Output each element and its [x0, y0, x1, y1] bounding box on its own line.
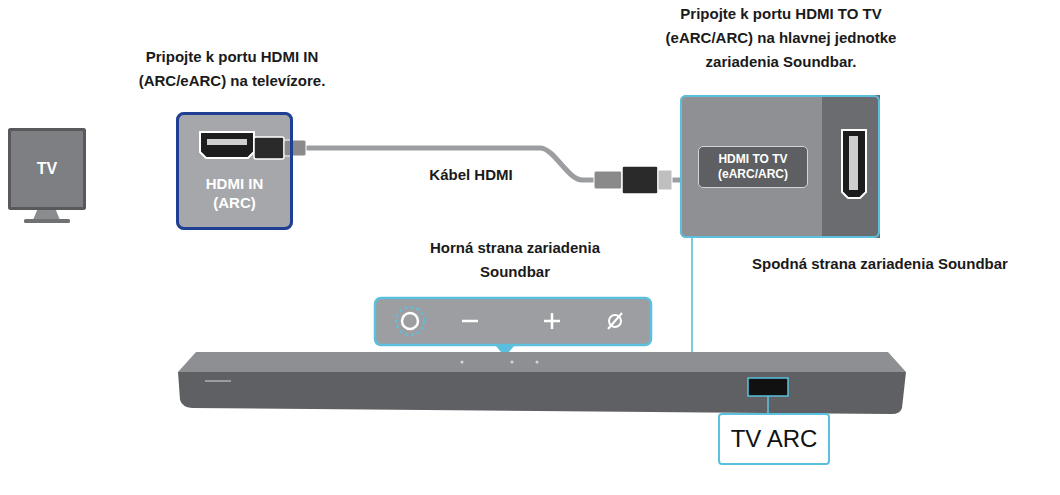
mic-button	[608, 313, 622, 329]
port-label: HDMI TO TV (eARC/ARC)	[698, 146, 808, 188]
node-text: HDMI IN (ARC)	[190, 175, 280, 213]
soundbar-front	[178, 372, 906, 414]
port-panel-fill	[176, 112, 293, 230]
plug-group	[254, 137, 672, 194]
volume-up-button	[551, 313, 554, 329]
instruction-note: Pripojte k portu HDMI TO TV (eARC/ARC) n…	[648, 2, 914, 74]
panel-dark-strip	[822, 95, 880, 238]
tv-base	[24, 219, 70, 223]
volume-down-button	[462, 320, 478, 323]
part-label: Horná strana zariadenia Soundbar	[393, 236, 637, 284]
soundbar-led	[461, 361, 464, 364]
node-text: TV	[37, 159, 57, 179]
port-panel: HDMI IN (ARC)	[176, 112, 293, 230]
illustration-group	[8, 95, 906, 414]
tv-icon: TV	[8, 128, 86, 210]
tv-arc-port	[748, 378, 788, 396]
part-label: Spodná strana zariadenia Soundbar	[752, 252, 1056, 276]
tv-screen	[8, 128, 86, 210]
hdmi-plug	[254, 137, 284, 159]
hdmi-plug	[284, 140, 306, 156]
hdmi-plug	[622, 166, 658, 194]
hdmi-port-pins	[207, 139, 247, 145]
soundbar-top	[178, 352, 906, 372]
hdmi-plug	[658, 170, 672, 190]
hdmi-plug	[594, 171, 622, 189]
hdmi-port	[200, 132, 254, 158]
leader-line	[691, 238, 693, 354]
node-text: TV ARC	[731, 424, 818, 454]
highlight-ring	[396, 307, 424, 335]
leader-line	[767, 396, 769, 414]
instruction-note: Pripojte k portu HDMI IN (ARC/eARC) na t…	[112, 45, 352, 93]
soundbar-led	[536, 361, 539, 364]
cable-label: Kábel HDMI	[416, 163, 526, 187]
port-panel: HDMI TO TV (eARC/ARC)	[680, 95, 880, 238]
soundbar-led	[511, 361, 514, 364]
power-button	[402, 313, 418, 329]
hdmi-port	[842, 130, 866, 198]
control-panel	[375, 298, 651, 345]
hdmi-port-pins	[849, 136, 858, 190]
callout-box: TV ARC	[718, 413, 830, 465]
soundbar-logo	[205, 380, 231, 382]
port-panel-fill	[680, 95, 880, 238]
